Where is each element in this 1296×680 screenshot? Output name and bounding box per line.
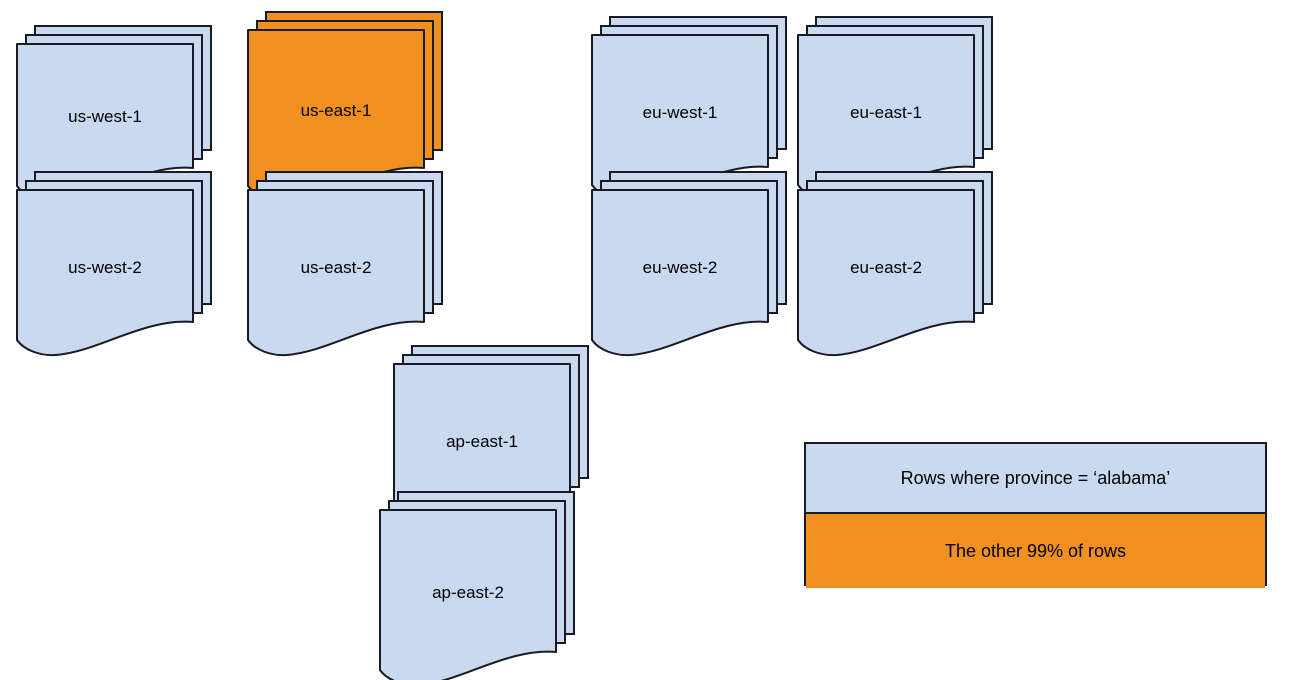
region-stack-us-east-2[interactable]: us-east-2 (246, 170, 444, 357)
legend-row-legend-blue: Rows where province = ‘alabama’ (806, 444, 1265, 514)
stack-sheet-front (797, 189, 975, 357)
region-stack-ap-east-2[interactable]: ap-east-2 (378, 490, 576, 680)
region-stack-us-west-1[interactable]: us-west-1 (15, 24, 213, 203)
legend-row-legend-orange: The other 99% of rows (806, 514, 1265, 588)
legend-row-label: Rows where province = ‘alabama’ (900, 467, 1171, 488)
legend: Rows where province = ‘alabama’ The other… (804, 442, 1267, 588)
region-stack-eu-west-2[interactable]: eu-west-2 (590, 170, 788, 357)
region-stack-eu-west-1[interactable]: eu-west-1 (590, 15, 788, 202)
stack-sheet-front (379, 509, 557, 680)
stack-sheet-front (591, 189, 769, 357)
region-stack-ap-east-1[interactable]: ap-east-1 (392, 344, 590, 531)
stack-sheet-front (247, 189, 425, 357)
region-stack-eu-east-2[interactable]: eu-east-2 (796, 170, 994, 357)
region-stack-us-east-1[interactable]: us-east-1 (246, 10, 444, 203)
stack-sheet-front (16, 189, 194, 357)
region-stack-eu-east-1[interactable]: eu-east-1 (796, 15, 994, 202)
region-stack-us-west-2[interactable]: us-west-2 (15, 170, 213, 357)
legend-row-label: The other 99% of rows (944, 540, 1127, 561)
